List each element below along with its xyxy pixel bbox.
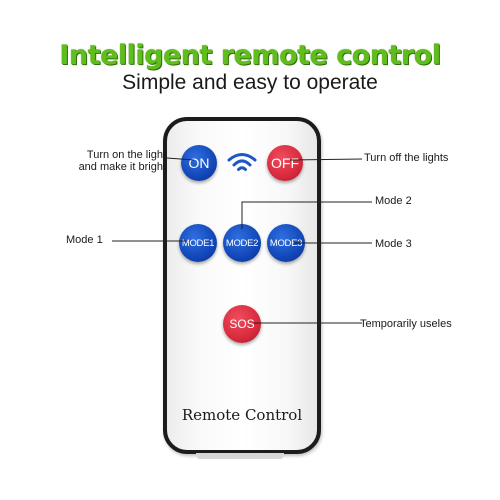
callout-on: Turn on the light and make it bright <box>26 149 166 173</box>
subheadline: Simple and easy to operate <box>122 71 378 94</box>
mode1-button[interactable]: MODE1 <box>179 224 217 262</box>
callout-mode1: Mode 1 <box>66 234 103 246</box>
callout-sos: Temporarily useles <box>360 318 452 330</box>
callout-line-off <box>289 158 363 161</box>
on-button[interactable]: ON <box>181 145 217 181</box>
remote-brand-label: Remote Control <box>181 406 303 424</box>
callout-line-on <box>166 157 195 161</box>
callout-mode2: Mode 2 <box>375 195 412 207</box>
callout-on-line1: Turn on the light <box>86 149 166 161</box>
sos-button[interactable]: SOS <box>223 305 261 343</box>
remote-bottom-edge <box>196 453 284 459</box>
callout-on-line2: and make it bright <box>78 161 166 173</box>
wifi-icon <box>227 153 257 171</box>
callout-off: Turn off the lights <box>364 152 449 164</box>
callout-line-mode2 <box>241 201 372 229</box>
mode2-button[interactable]: MODE2 <box>223 224 261 262</box>
off-button[interactable]: OFF <box>267 145 303 181</box>
headline: Intelligent remote control <box>59 40 441 71</box>
callout-mode3: Mode 3 <box>375 238 412 250</box>
